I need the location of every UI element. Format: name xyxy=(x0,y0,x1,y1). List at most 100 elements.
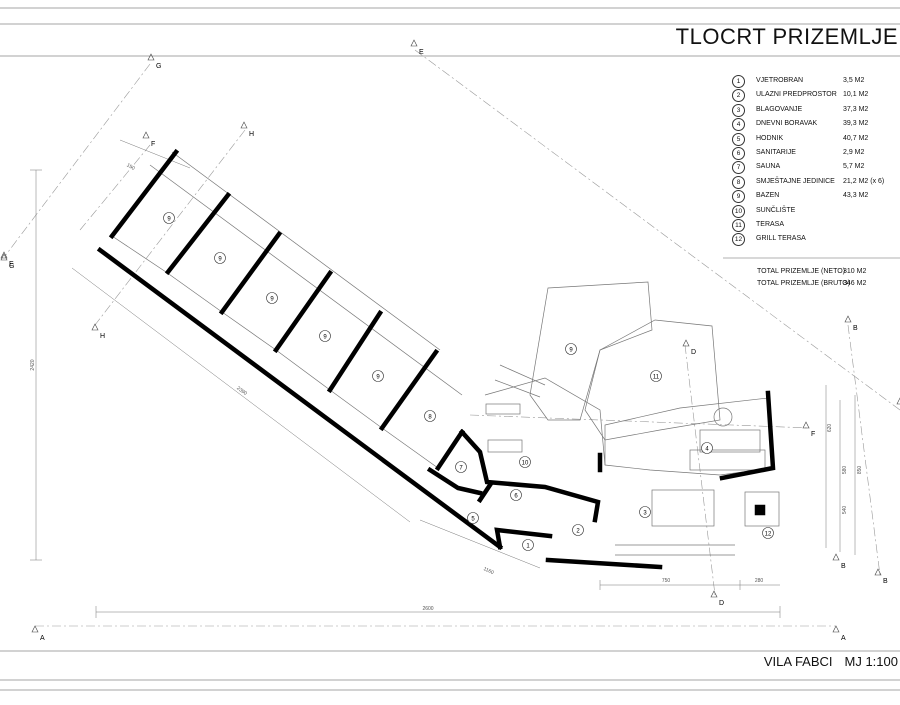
legend-number: 7 xyxy=(732,161,745,175)
section-marker: B xyxy=(896,397,900,405)
room-tag-label: 11 xyxy=(653,374,660,380)
room-tag: 5 xyxy=(467,512,479,524)
room-tag: 9 xyxy=(319,330,331,342)
section-marker-label: B xyxy=(883,578,888,585)
room-tag: 9 xyxy=(163,212,175,224)
section-line-e xyxy=(414,49,900,411)
dimension-text: 850 xyxy=(857,466,863,475)
room-tag-label: 5 xyxy=(471,516,475,522)
section-marker: E xyxy=(410,39,424,56)
legend-room-name: DNEVNI BORAVAK xyxy=(756,120,818,128)
dimension-text: 2600 xyxy=(422,606,433,612)
dimension-text: 2420 xyxy=(30,359,36,370)
dimension-lines xyxy=(30,139,856,618)
section-marker-label: B xyxy=(853,325,858,332)
legend-room-name: HODNIK xyxy=(756,134,784,142)
room-tag: 10 xyxy=(519,456,531,468)
section-marker-label: D xyxy=(691,349,696,356)
section-marker-label: H xyxy=(249,131,254,138)
room-tag-label: 1 xyxy=(526,543,530,549)
section-marker: A xyxy=(832,625,846,642)
legend-room-area: 2,9 M2 xyxy=(843,148,865,156)
room-tag: 9 xyxy=(266,292,278,304)
legend-room-area: 10,1 M2 xyxy=(843,91,869,99)
section-line-f xyxy=(469,414,811,429)
legend-room-area: 21,2 M2 (x 6) xyxy=(843,177,885,185)
room-tag: 3 xyxy=(639,506,651,518)
total-net-label: TOTAL PRIZEMLJE (NETO) xyxy=(757,268,846,275)
legend-number: 4 xyxy=(732,118,745,132)
section-marker-label: H xyxy=(100,333,105,340)
section-line-b xyxy=(79,144,151,231)
section-marker-label: E xyxy=(9,261,14,268)
legend-room-name: SUNČLIŠTE xyxy=(756,206,796,214)
room-tag-label: 3 xyxy=(643,510,647,516)
section-marks: A A B B B B D D E E F F G G H H xyxy=(0,39,900,642)
drawing-title: TLOCRT PRIZEMLJE xyxy=(675,24,898,49)
room-tag-label: 8 xyxy=(428,414,432,420)
legend-room-name: SANITARIJE xyxy=(756,148,796,156)
legend-number: 8 xyxy=(732,175,745,189)
legend-number: 11 xyxy=(732,218,745,232)
legend-room-area: 39,3 M2 xyxy=(843,120,869,128)
section-marker-label: D xyxy=(719,600,724,607)
section-marker: B xyxy=(832,553,846,570)
dimension-text: 150 xyxy=(125,162,135,171)
legend-room-name: SAUNA xyxy=(756,163,781,171)
legend-room-name: TERASA xyxy=(756,220,785,228)
section-marker: A xyxy=(31,625,45,642)
section-marker: G xyxy=(147,53,161,70)
total-net-value: 310 M2 xyxy=(843,268,867,275)
section-marker-label: A xyxy=(841,635,846,642)
section-marker-label: F xyxy=(151,141,155,148)
section-line-h xyxy=(94,129,246,326)
legend-room-name: BAZEN xyxy=(756,192,780,200)
section-marker-label: B xyxy=(841,563,846,570)
legend-number: 6 xyxy=(732,146,745,160)
room-tag-label: 7 xyxy=(459,465,463,471)
section-marker-label: G xyxy=(156,63,161,70)
room-tag-label: 6 xyxy=(514,493,518,499)
room-tag-label: 10 xyxy=(522,460,529,466)
legend-number: 1 xyxy=(732,75,745,88)
room-tag-label: 9 xyxy=(218,256,222,262)
legend-number: 5 xyxy=(732,132,745,146)
heavy-walls xyxy=(96,148,776,570)
room-tag-label: 4 xyxy=(705,446,709,452)
section-marker-label: F xyxy=(811,431,815,438)
room-tag: 12 xyxy=(762,527,774,539)
section-marker: D xyxy=(682,339,696,356)
drawing-scale: MJ 1:100 xyxy=(844,654,898,669)
room-tag: 4 xyxy=(701,442,713,454)
legend-room-name: ULAZNI PREDPROSTOR xyxy=(756,91,837,99)
section-line-b-right xyxy=(847,324,881,576)
room-tag-label: 9 xyxy=(569,347,573,353)
section-marker: D xyxy=(710,590,724,607)
legend-room-area: 43,3 M2 xyxy=(843,192,869,200)
legend-room-area: 37,3 M2 xyxy=(843,105,869,113)
legend-number: 12 xyxy=(732,233,745,247)
room-tag-label: 9 xyxy=(376,374,380,380)
dimension-text: 620 xyxy=(827,424,833,433)
legend-number: 9 xyxy=(732,190,745,204)
section-lines xyxy=(4,49,900,627)
room-tag: 9 xyxy=(214,252,226,264)
room-tag-label: 2 xyxy=(576,528,580,534)
room-tag-label: 12 xyxy=(765,531,772,537)
room-tag: 9 xyxy=(372,370,384,382)
room-tag: 7 xyxy=(455,461,467,473)
section-marker: E xyxy=(0,251,14,268)
legend-room-name: SMJEŠTAJNE JEDINICE xyxy=(756,177,835,185)
dimension-text: 280 xyxy=(755,578,764,584)
section-marker: F xyxy=(802,421,815,438)
section-marker: H xyxy=(91,323,105,340)
section-line-g xyxy=(4,63,151,257)
dimension-text: 580 xyxy=(842,466,848,475)
section-marker: G xyxy=(0,253,14,270)
section-marker: B xyxy=(844,315,858,332)
